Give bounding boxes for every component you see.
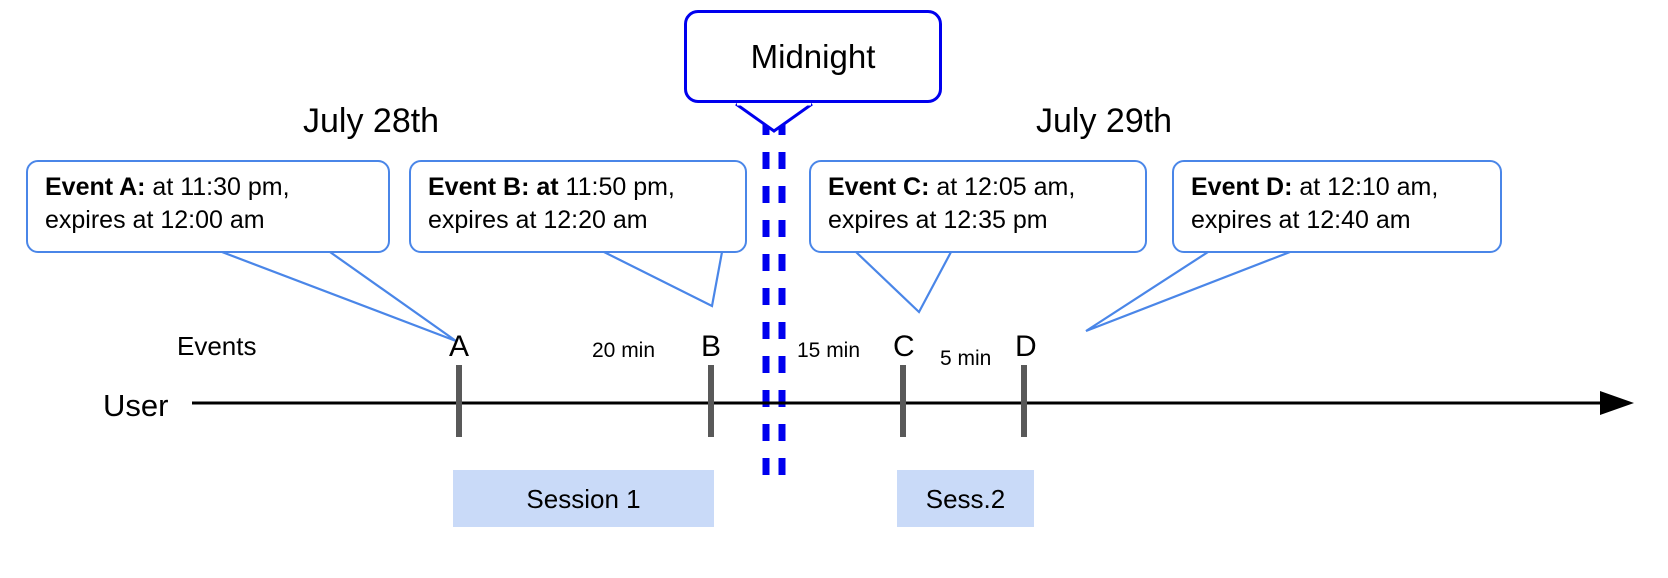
event-a-lead: Event A:: [45, 173, 146, 201]
event-b-line-2: expires at 12:20 am: [428, 206, 648, 234]
event-c-callout-tail: [855, 251, 952, 314]
event-d-line-1-rest: at 12:10 am,: [1292, 173, 1439, 201]
session-2-label: Sess.2: [925, 483, 1006, 514]
session-1-label: Session 1: [526, 483, 641, 514]
event-d-callout-tail: [1085, 250, 1291, 333]
event-c-callout: Event C: at 12:05 am, expires at 12:35 p…: [809, 160, 1147, 253]
midnight-callout: Midnight: [684, 10, 942, 103]
timeline-axis: [192, 391, 1634, 415]
marker-label-b: B: [701, 330, 722, 363]
event-c-line-1: Event C: at 12:05 am,: [828, 171, 1131, 204]
interval-label-ab: 20 min: [592, 339, 656, 362]
events-row-label: Events: [177, 331, 257, 361]
event-a-callout-tail: [221, 250, 457, 343]
event-a-line-2: expires at 12:00 am: [45, 206, 265, 234]
timeline-ticks: [456, 365, 1027, 437]
event-d-lead: Event D:: [1191, 173, 1293, 201]
event-b-callout: Event B: at 11:50 pm, expires at 12:20 a…: [409, 160, 747, 253]
event-b-line-1-rest: 11:50 pm,: [558, 173, 675, 201]
marker-label-a: A: [449, 330, 470, 363]
event-c-lead: Event C:: [828, 173, 930, 201]
user-row-label: User: [103, 388, 169, 423]
date-heading-right: July 29th: [1036, 102, 1173, 140]
event-c-line-1-rest: at 12:05 am,: [929, 173, 1076, 201]
midnight-callout-tail: [735, 102, 813, 133]
midnight-dashed-line: [762, 118, 786, 482]
event-b-lead: Event B: at: [428, 173, 559, 201]
event-d-callout: Event D: at 12:10 am, expires at 12:40 a…: [1172, 160, 1502, 253]
interval-label-cd: 5 min: [940, 347, 992, 370]
marker-label-d: D: [1015, 330, 1037, 363]
midnight-label: Midnight: [750, 38, 876, 75]
event-c-line-2: expires at 12:35 pm: [828, 206, 1048, 234]
marker-label-c: C: [893, 330, 915, 363]
event-d-line-1: Event D: at 12:10 am,: [1191, 171, 1486, 204]
event-a-line-1-rest: at 11:30 pm,: [145, 173, 290, 201]
interval-label-bc: 15 min: [797, 339, 861, 362]
event-d-line-2: expires at 12:40 am: [1191, 206, 1411, 234]
event-b-line-1: Event B: at 11:50 pm,: [428, 171, 731, 204]
date-heading-left: July 28th: [303, 102, 440, 140]
event-b-callout-tail: [603, 251, 724, 308]
session-2-box: Sess.2: [897, 470, 1034, 527]
session-1-box: Session 1: [453, 470, 714, 527]
event-a-callout: Event A: at 11:30 pm, expires at 12:00 a…: [26, 160, 390, 253]
event-a-line-1: Event A: at 11:30 pm,: [45, 171, 374, 204]
